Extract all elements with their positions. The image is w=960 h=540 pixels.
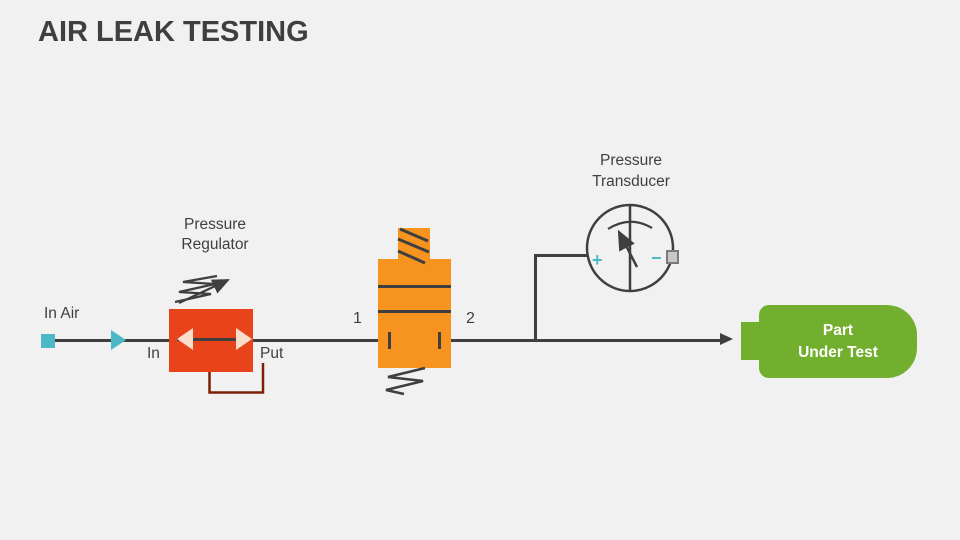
valve-spring-icon — [385, 366, 426, 396]
valve-port2-label: 2 — [466, 310, 475, 327]
part-label-line1: Part — [822, 321, 854, 339]
regulator-right-triangle-icon — [236, 328, 252, 350]
valve-divider-line-bottom — [378, 310, 451, 313]
air-source-square-icon — [41, 334, 55, 348]
transducer-label: Pressure Transducer — [561, 150, 701, 192]
valve-port1-label: 1 — [353, 310, 362, 327]
transducer-minus-label: − — [651, 248, 662, 268]
part-under-test-tab — [741, 322, 763, 360]
transducer-gauge-icon — [585, 203, 675, 293]
flow-direction-icon — [111, 330, 126, 350]
regulator-label-line2: Regulator — [181, 236, 249, 253]
flow-arrowhead-icon — [720, 333, 733, 345]
part-label-line2: Under Test — [798, 343, 878, 361]
transducer-label-line1: Pressure — [599, 152, 663, 169]
transducer-plus-label: + — [592, 250, 603, 270]
regulator-in-label: In — [147, 345, 160, 362]
regulator-put-label: Put — [260, 345, 284, 362]
valve-divider-line-top — [378, 285, 451, 288]
page-title: AIR LEAK TESTING — [38, 16, 309, 48]
regulator-feedback-line — [208, 363, 265, 394]
transducer-branch-hline — [534, 254, 588, 257]
regulator-label-line1: Pressure — [183, 216, 247, 233]
valve-port1-tick — [388, 332, 391, 349]
regulator-flow-line — [177, 338, 245, 341]
valve-port2-tick — [438, 332, 441, 349]
transducer-label-line2: Transducer — [592, 173, 670, 190]
valve-body — [378, 259, 451, 368]
part-under-test-shape: Part Under Test — [759, 305, 917, 378]
transducer-branch-vline — [534, 255, 537, 341]
regulator-adjustable-spring-icon — [174, 274, 230, 304]
regulator-left-triangle-icon — [177, 328, 193, 350]
air-inlet-label: In Air — [44, 305, 80, 322]
regulator-label: Pressure Regulator — [153, 215, 277, 255]
transducer-port-square-icon — [666, 250, 679, 264]
valve-pilot-hatch-icon — [397, 227, 430, 265]
